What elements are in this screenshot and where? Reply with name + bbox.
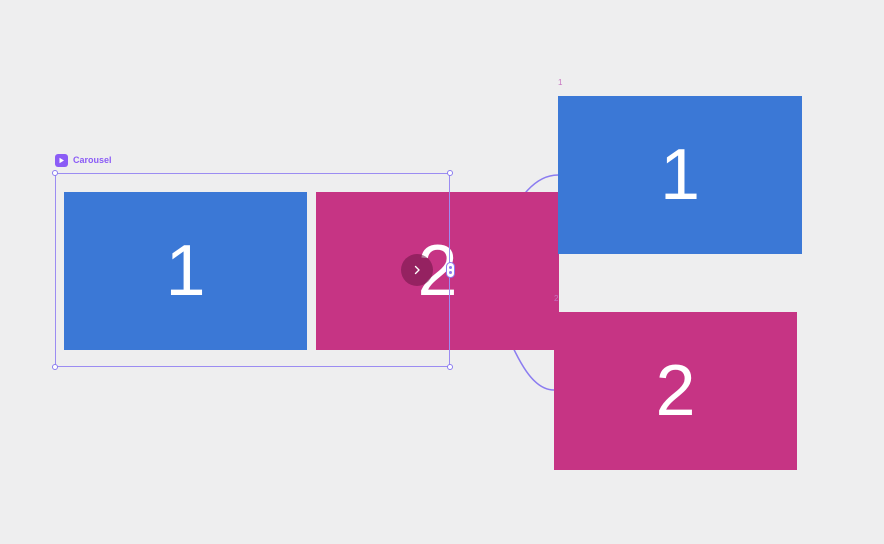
- resize-handle-bottom-right[interactable]: [447, 364, 453, 370]
- carousel-slide-1[interactable]: 1: [64, 192, 307, 350]
- resize-handle-bottom-left[interactable]: [52, 364, 58, 370]
- carousel-next-button[interactable]: [401, 254, 433, 286]
- target-frame-1-number: 1: [659, 135, 701, 215]
- resize-handle-top-right[interactable]: [447, 170, 453, 176]
- play-icon: [55, 153, 68, 167]
- target-frame-1-label: 1: [558, 78, 563, 87]
- carousel-frame-title: Carousel: [73, 154, 112, 165]
- target-frame-2[interactable]: 2: [554, 312, 797, 470]
- carousel-slide-1-number: 1: [165, 231, 206, 311]
- target-frame-2-label: 2: [554, 294, 559, 303]
- connector-port-icon[interactable]: [446, 262, 455, 278]
- selection-outline: [55, 173, 450, 367]
- carousel-frame-header[interactable]: Carousel: [55, 153, 112, 167]
- resize-handle-top-left[interactable]: [52, 170, 58, 176]
- target-frame-2-number: 2: [655, 351, 696, 431]
- target-frame-1[interactable]: 1: [558, 96, 802, 254]
- chevron-right-icon: [414, 265, 420, 275]
